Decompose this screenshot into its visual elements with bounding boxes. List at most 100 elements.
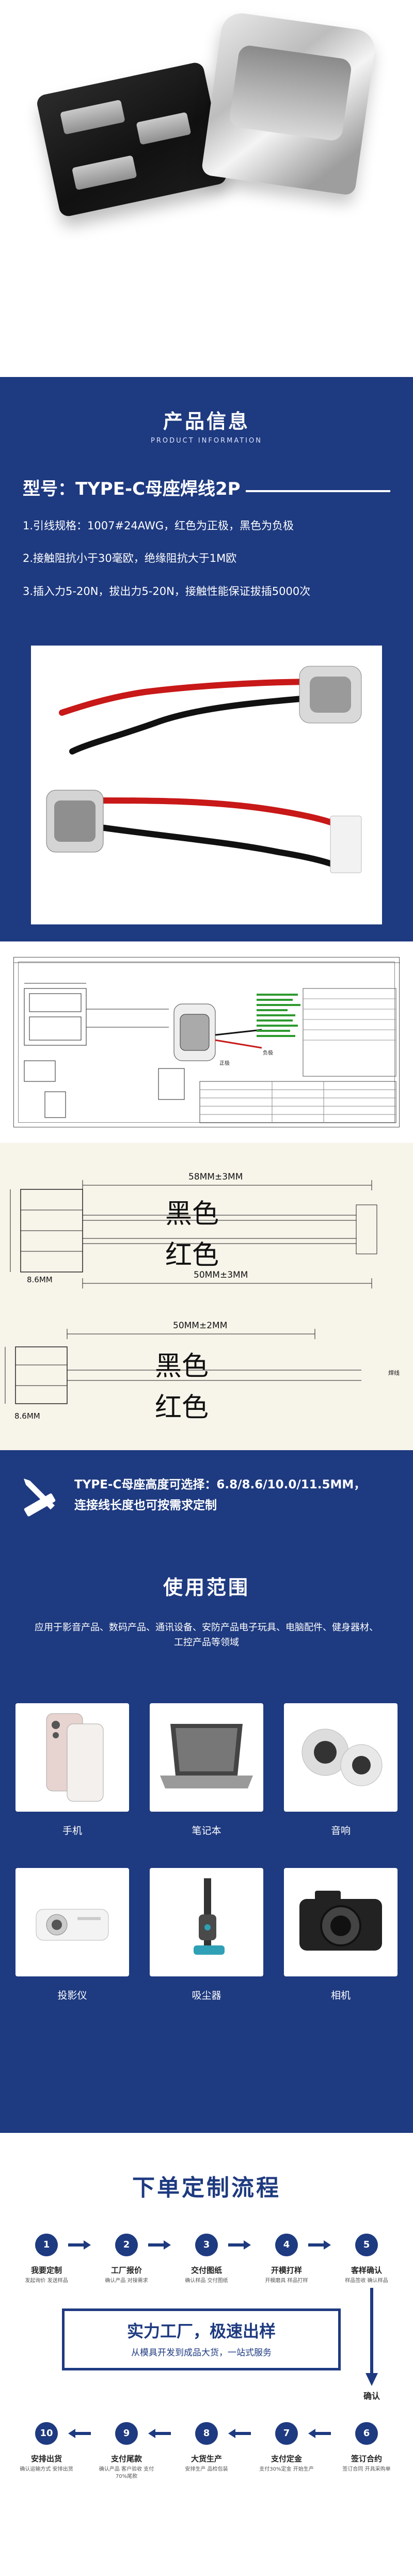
process-step: 6 签订合约 签订合同 开具采购单 (339, 2422, 394, 2480)
vacuum-icon (150, 1868, 263, 1976)
drawing-label-positive: 正极 (219, 1061, 230, 1066)
laptop-icon (150, 1703, 263, 1812)
step-desc: 安排生产 品检包装 (185, 2467, 228, 2472)
section-title: 产品信息 (163, 410, 250, 433)
banner-main: 实力工厂，极速出样 (126, 2321, 276, 2341)
step-desc: 开模磨具 样品打样 (265, 2278, 308, 2284)
arrow-right-icon (148, 2240, 171, 2250)
arrow-right-icon (228, 2240, 251, 2250)
process-step: 7 支付定金 支付30%定金 开始生产 (259, 2422, 314, 2480)
step-desc: 签订合同 开具采购单 (342, 2467, 391, 2472)
notice-line-1: TYPE-C母座高度可选择：6.8/8.6/10.0/11.5MM， (74, 1478, 366, 1492)
step-desc: 确认产品 客户验收 支付70%尾款 (99, 2467, 154, 2479)
dim-top-length: 58MM±3MM (188, 1172, 243, 1182)
camera-icon (284, 1868, 398, 1976)
process-step: 1 我要定制 发起询价 发送样品 (19, 2234, 74, 2285)
step-desc: 确认产品 对接需求 (105, 2278, 148, 2284)
step-number: 1 (35, 2234, 58, 2256)
hero-section (0, 0, 413, 377)
model-line: 型号：TYPE-C母座焊线2P (23, 475, 390, 500)
notice-line-2: 连接线长度也可按需求定制 (74, 1498, 217, 1512)
technical-drawing-section: 正极 负极 (0, 941, 413, 1143)
step-desc: 支付30%定金 开始生产 (259, 2467, 314, 2472)
arrow-right-icon (68, 2240, 91, 2250)
spec-item: 2.接触阻抗小于30毫欧，绝缘阻抗大于1M欧 (23, 552, 237, 565)
arrow-left-icon (68, 2429, 91, 2438)
arrow-left-icon (148, 2429, 171, 2438)
usage-item: 手机 (15, 1703, 129, 1837)
speaker-icon (284, 1703, 398, 1812)
cable-photo (31, 646, 382, 924)
projector-icon (15, 1868, 129, 1976)
height-notice-bar: TYPE-C母座高度可选择：6.8/8.6/10.0/11.5MM， 连接线长度… (0, 1450, 413, 1541)
step-title: 开模打样 (271, 2266, 302, 2275)
usage-caption: 音响 (330, 1825, 351, 1836)
model-name: 型号：TYPE-C母座焊线2P (23, 479, 241, 499)
usage-item: 笔记本 (150, 1703, 263, 1837)
process-step: 9 支付尾款 确认产品 客户验收 支付70%尾款 (99, 2422, 154, 2480)
dim-bottom-length: 50MM±3MM (194, 1270, 248, 1280)
step-number: 10 (35, 2422, 58, 2445)
step-title: 支付尾款 (110, 2454, 142, 2463)
usage-caption: 投影仪 (57, 1990, 87, 2001)
usage-caption: 手机 (62, 1825, 82, 1836)
step-title: 交付图纸 (190, 2266, 222, 2275)
banner-sub: 从模具开发到成品大货，一站式服务 (131, 2348, 272, 2358)
drawing-sheet: 正极 负极 (13, 957, 400, 1127)
process-step: 3 交付图纸 确认样品 交付图纸 (179, 2234, 234, 2285)
usage-item: 吸尘器 (150, 1868, 263, 2002)
confirm-label: 确认 (363, 2391, 380, 2401)
step-desc: 确认样品 交付图纸 (185, 2278, 228, 2284)
section-subtitle: PRODUCT INFORMATION (151, 437, 262, 445)
dim-b-length: 50MM±2MM (173, 1321, 228, 1331)
process-step: 8 大货生产 安排生产 品检包装 (179, 2422, 234, 2480)
step-desc: 样品签收 确认样品 (345, 2278, 388, 2284)
usage-caption: 笔记本 (192, 1825, 221, 1836)
arrow-down-icon (366, 2288, 378, 2386)
usage-item: 音响 (284, 1703, 398, 1837)
process-title: 下单定制流程 (132, 2175, 281, 2201)
pencil-ruler-icon (24, 1478, 56, 1516)
step-title: 支付定金 (271, 2454, 302, 2463)
usage-description: 应用于影音产品、数码产品、通讯设备、安防产品电子玩具、电脑配件、健身器材、工控产… (35, 1622, 378, 1648)
model-rule (245, 490, 390, 492)
step-title: 签订合约 (351, 2454, 382, 2463)
process-step: 5 客样确认 样品签收 确认样品 (339, 2234, 394, 2285)
process-step: 10 安排出货 确认运输方式 安排出货 (19, 2422, 74, 2480)
usage-caption: 吸尘器 (192, 1990, 221, 2001)
red-wire-label-b: 红色 (155, 1392, 209, 1423)
step-title: 安排出货 (30, 2454, 62, 2463)
process-step: 2 工厂报价 确认产品 对接需求 (99, 2234, 154, 2285)
step-desc: 确认运输方式 安排出货 (20, 2467, 73, 2472)
step-title: 客样确认 (351, 2266, 382, 2275)
step-number: 3 (195, 2234, 218, 2256)
process-step: 4 开模打样 开模磨具 样品打样 (259, 2234, 314, 2285)
process-steps-top: 1 我要定制 发起询价 发送样品 2 工厂报价 确认产品 对接需求 3 交付图纸… (19, 2234, 394, 2285)
spec-list: 1.引线规格：1007#24AWG，红色为正极，黑色为负极 2.接触阻抗小于30… (23, 519, 390, 599)
step-number: 9 (115, 2422, 138, 2445)
step-number: 8 (195, 2422, 218, 2445)
step-number: 2 (115, 2234, 138, 2256)
dim-height-a: 8.6MM (27, 1275, 53, 1284)
black-wire-label: 黑色 (165, 1199, 219, 1230)
arrow-right-icon (308, 2240, 331, 2250)
connector-plastic-image (35, 61, 228, 218)
usage-title: 使用范围 (163, 1576, 250, 1599)
usage-caption: 相机 (330, 1990, 351, 2001)
factory-banner: 实力工厂，极速出样 从模具开发到成品大货，一站式服务 (62, 2308, 341, 2370)
step-desc: 发起询价 发送样品 (25, 2278, 68, 2284)
order-process-section: 下单定制流程 1 我要定制 发起询价 发送样品 2 工厂报价 确认产品 对接需求… (0, 2133, 413, 2576)
spec-item: 3.插入力5-20N，拔出力5-20N，接触性能保证拔插5000次 (23, 585, 311, 598)
step-number: 5 (355, 2234, 378, 2256)
step-title: 我要定制 (30, 2266, 62, 2275)
dimension-section: 58MM±3MM 黑色 红色 8.6MM 50MM±3MM 50MM±2MM 黑… (0, 1143, 413, 1450)
dim-height-b: 8.6MM (14, 1411, 40, 1421)
step-number: 6 (355, 2422, 378, 2445)
process-steps-bottom: 10 安排出货 确认运输方式 安排出货 9 支付尾款 确认产品 客户验收 支付7… (19, 2422, 394, 2480)
dim-side-label: 焊线 (388, 1370, 400, 1376)
arrow-left-icon (228, 2429, 251, 2438)
red-wire-label: 红色 (165, 1240, 219, 1271)
usage-item: 投影仪 (15, 1868, 129, 2002)
usage-grid: 手机 笔记本 (15, 1703, 398, 2002)
